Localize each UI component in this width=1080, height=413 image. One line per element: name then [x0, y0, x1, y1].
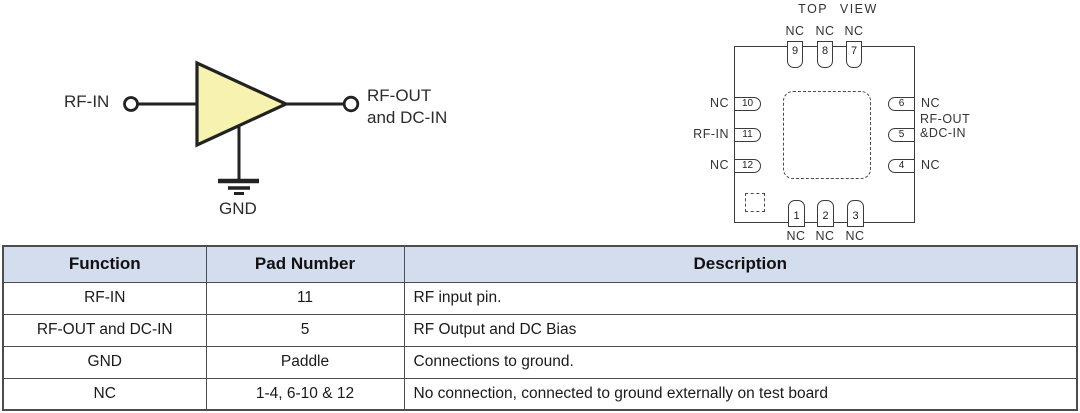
pin-number-11: 11 — [742, 129, 753, 140]
pin-label-1: NC — [786, 229, 806, 243]
pin-label-9: NC — [785, 24, 805, 38]
table-row-gnd: GND Paddle Connections to ground. — [2, 345, 1078, 379]
rf-in-label: RF-IN — [64, 92, 110, 111]
cell-pad-number: 1-4, 6-10 & 12 — [205, 377, 405, 411]
cell-pad-number: 11 — [205, 281, 405, 315]
table-row-rf-in: RF-IN 11 RF input pin. — [2, 281, 1078, 315]
table-row-rf-out: RF-OUT and DC-IN 5 RF Output and DC Bias — [2, 313, 1078, 347]
cell-function: GND — [2, 345, 207, 379]
pin-label-12: NC — [709, 158, 729, 172]
cell-pad-number: 5 — [205, 313, 405, 347]
gnd-label: GND — [219, 199, 257, 218]
pin-pad-7: 7 — [846, 41, 862, 68]
cell-description: RF Output and DC Bias — [403, 313, 1078, 347]
input-terminal-circle — [123, 96, 139, 112]
pin-pad-4: 4 — [888, 159, 915, 173]
pin-number-8: 8 — [821, 45, 829, 57]
pin-pad-10: 10 — [734, 97, 761, 111]
pin-number-6: 6 — [898, 98, 905, 109]
cell-description: No connection, connected to ground exter… — [403, 377, 1078, 411]
top-view-title: TOP VIEW — [798, 2, 878, 16]
cell-description: Connections to ground. — [403, 345, 1078, 379]
pin-label-11: RF-IN — [693, 127, 729, 141]
pin-pad-9: 9 — [787, 41, 803, 68]
pin1-corner-marker — [745, 193, 765, 212]
pin-number-3: 3 — [852, 210, 859, 222]
ground-symbol-icon — [218, 178, 259, 195]
pin-label-6: NC — [921, 96, 941, 110]
pin-label-10: NC — [709, 96, 729, 110]
pin-label-7: NC — [844, 24, 864, 38]
pin-number-7: 7 — [850, 45, 858, 57]
pin-number-4: 4 — [898, 160, 905, 171]
cell-description: RF input pin. — [403, 281, 1078, 315]
pin-label-2: NC — [815, 229, 835, 243]
cell-pad-number: Paddle — [205, 345, 405, 379]
pin-pad-12: 12 — [734, 159, 761, 173]
rf-out-label-line2: and DC-IN — [367, 108, 448, 127]
pin-pad-11: 11 — [734, 128, 761, 142]
pin-number-12: 12 — [741, 160, 754, 171]
pin-pad-8: 8 — [817, 41, 833, 68]
cell-function: NC — [2, 377, 207, 411]
rf-out-label-line1: RF-OUT — [367, 86, 432, 105]
pin-number-10: 10 — [741, 98, 754, 109]
pin-number-2: 2 — [822, 210, 829, 222]
output-terminal-circle — [342, 95, 360, 113]
pad-function-table: Function Pad Number Description RF-IN 11… — [2, 245, 1078, 411]
pin-pad-1: 1 — [788, 200, 805, 227]
pin-label-5: RF-OUT &DC-IN — [920, 112, 971, 140]
pin-label-4: NC — [921, 158, 941, 172]
pin-pad-3: 3 — [847, 200, 864, 227]
pin-label-5-line1: RF-OUT — [920, 112, 971, 126]
amplifier-symbol-drawing — [123, 60, 360, 195]
ground-paddle-outline — [783, 91, 871, 179]
header-pad-number: Pad Number — [205, 245, 405, 283]
amplifier-triangle — [195, 60, 290, 148]
pin-number-1: 1 — [793, 210, 800, 222]
rf-out-dc-in-label: RF-OUT and DC-IN — [367, 85, 447, 129]
table-row-nc: NC 1-4, 6-10 & 12 No connection, connect… — [2, 377, 1078, 411]
pin-pad-5: 5 — [888, 128, 915, 142]
cell-function: RF-OUT and DC-IN — [2, 313, 207, 347]
pin-label-8: NC — [815, 24, 835, 38]
cell-function: RF-IN — [2, 281, 207, 315]
header-function: Function — [2, 245, 207, 283]
pin-pad-6: 6 — [888, 97, 915, 111]
pin-pad-2: 2 — [817, 200, 834, 227]
pin-label-5-line2: &DC-IN — [920, 125, 967, 140]
pin-label-3: NC — [845, 229, 865, 243]
pin-number-5: 5 — [898, 129, 905, 140]
header-description: Description — [403, 245, 1078, 283]
pin-number-9: 9 — [791, 45, 799, 57]
table-header-row: Function Pad Number Description — [2, 245, 1078, 283]
